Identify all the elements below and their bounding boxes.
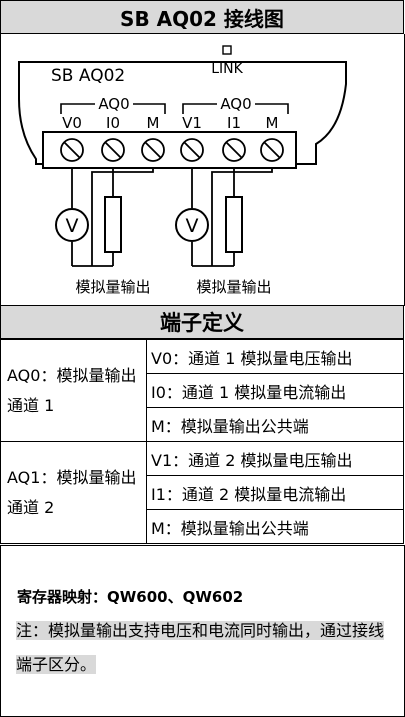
channel-group-cell: AQ1：模拟量输出通道 2 — [0, 441, 147, 544]
resistor-icon — [225, 196, 243, 253]
note-highlight: 注：模拟量输出支持电压和电流同时输出，通过接线端子区分。 — [16, 621, 385, 674]
wiring-diagram-svg: LINK SB AQ02 AQ0 AQ0 V0 I0 M V1 I1 M — [18, 45, 347, 296]
title-header: SB AQ02 接线图 — [0, 0, 404, 34]
section-header: 端子定义 — [0, 305, 404, 339]
definition-cell: M：模拟量输出公共端 — [146, 509, 404, 544]
notes-section: 寄存器映射：QW600、QW602 注：模拟量输出支持电压和电流同时输出，通过接… — [0, 545, 405, 717]
group-label-left: AQ0 — [98, 95, 129, 113]
group-label-right: AQ0 — [220, 95, 251, 113]
resistor-icon — [104, 196, 122, 253]
definition-cell: V1：通道 2 模拟量电压输出 — [146, 441, 404, 476]
group-bracket-left — [60, 103, 166, 114]
module-label: SB AQ02 — [51, 66, 125, 86]
definition-cell: M：模拟量输出公共端 — [146, 407, 404, 442]
channel-group-cell: AQ0：模拟量输出通道 1 — [0, 339, 147, 442]
definition-cell: I1：通道 2 模拟量电流输出 — [146, 475, 404, 510]
wiring-diagram: LINK SB AQ02 AQ0 AQ0 V0 I0 M V1 I1 M — [0, 34, 405, 306]
link-label: LINK — [211, 61, 243, 77]
terminal-label-i0: I0 — [106, 114, 120, 132]
wiring-channel-0 — [71, 168, 154, 267]
terminal-label-m1: M — [266, 114, 279, 132]
definition-cell: I0：通道 1 模拟量电流输出 — [146, 373, 404, 408]
section-title: 端子定义 — [160, 311, 244, 335]
terminal-label-m0: M — [147, 114, 160, 132]
voltmeter-icon — [55, 208, 89, 242]
terminal-screws — [60, 138, 284, 162]
output-label-left: 模拟量输出 — [75, 278, 150, 296]
terminal-label-v0: V0 — [62, 114, 82, 132]
table-row: M：模拟量输出公共端 — [1, 407, 404, 442]
terminal-label-i1: I1 — [227, 114, 241, 132]
link-led-icon — [222, 45, 232, 55]
definition-cell: V0：通道 1 模拟量电压输出 — [146, 339, 404, 374]
voltmeter-icon — [175, 208, 209, 242]
voltmeter-symbol: V — [186, 215, 199, 237]
terminal-label-v1: V1 — [182, 114, 202, 132]
output-label-right: 模拟量输出 — [196, 278, 271, 296]
terminal-definition-table: AQ0：模拟量输出通道 1 V0：通道 1 模拟量电压输出 I0：通道 1 模拟… — [0, 339, 404, 544]
table-row: M：模拟量输出公共端 — [1, 509, 404, 544]
terminal-block — [42, 131, 297, 169]
group-bracket-right — [182, 103, 289, 114]
wiring-channel-1 — [191, 168, 273, 267]
page-title: SB AQ02 接线图 — [120, 6, 284, 31]
voltmeter-symbol: V — [66, 215, 79, 237]
table-row: I0：通道 1 模拟量电流输出 — [1, 373, 404, 408]
register-mapping: 寄存器映射：QW600、QW602 — [17, 588, 244, 606]
module-outline — [18, 61, 347, 165]
table-row: AQ1：模拟量输出通道 2 V1：通道 2 模拟量电压输出 — [0, 441, 404, 544]
table-row: AQ0：模拟量输出通道 1 V0：通道 1 模拟量电压输出 — [0, 339, 404, 442]
note-text: 注：模拟量输出支持电压和电流同时输出，通过接线端子区分。 — [16, 614, 394, 682]
